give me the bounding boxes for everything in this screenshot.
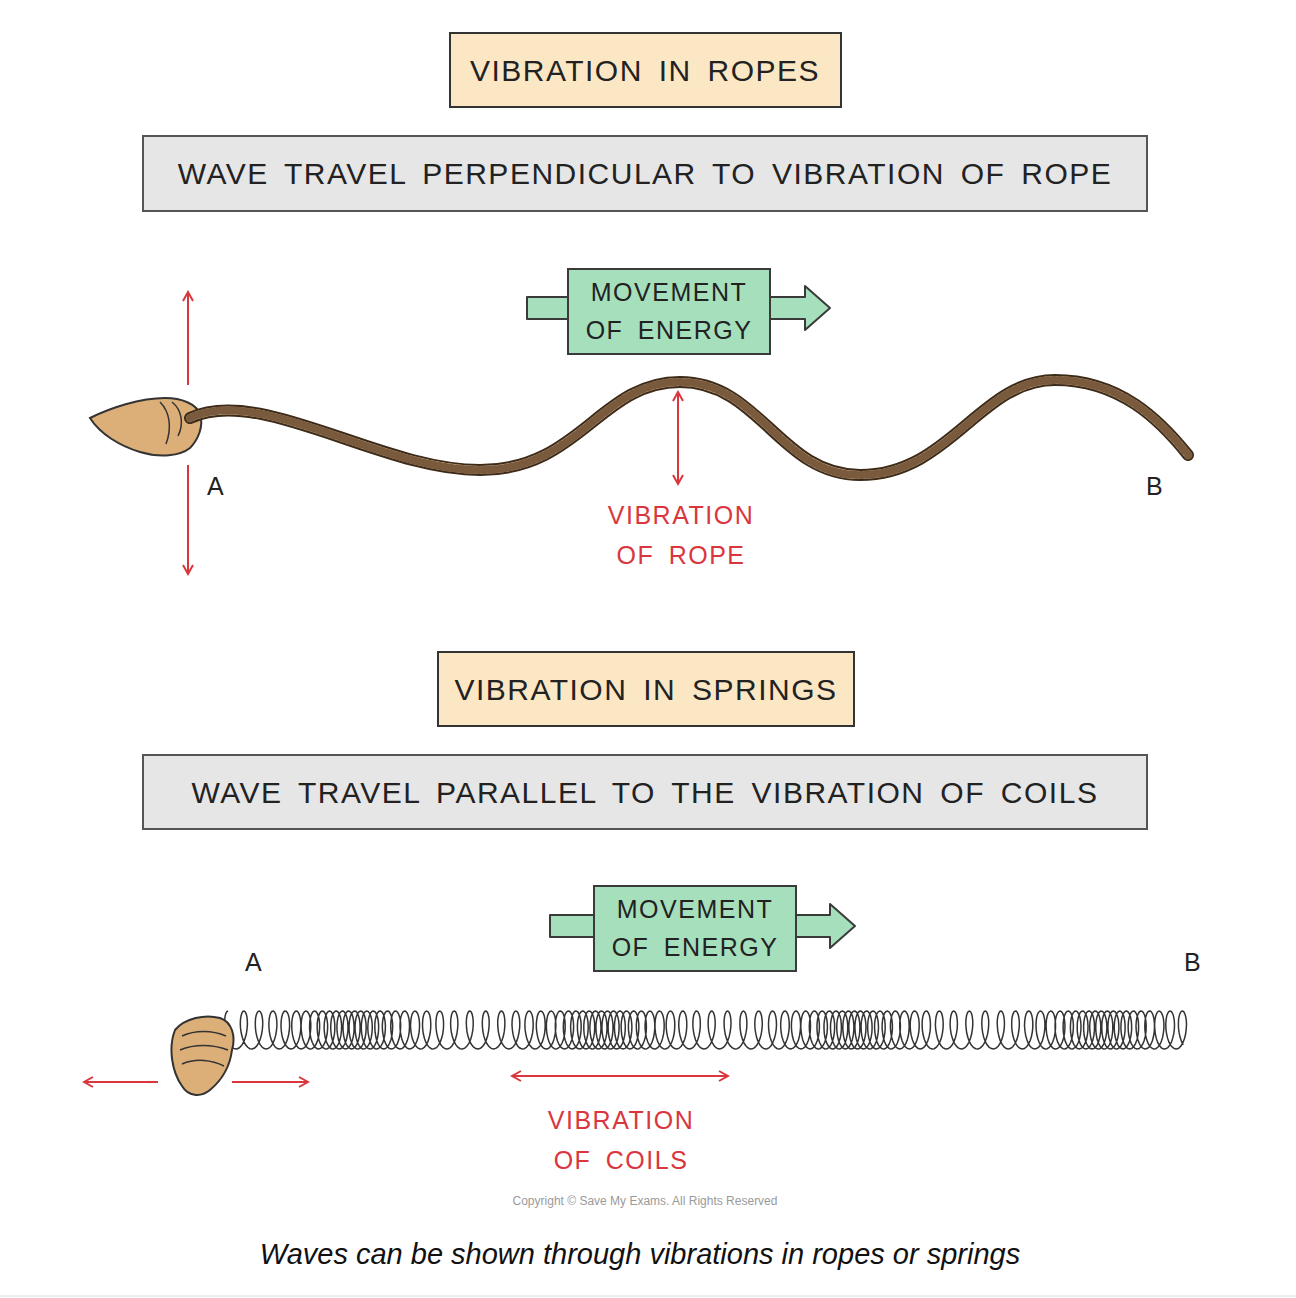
- box-text: MOVEMENT OF ENERGY: [607, 891, 783, 966]
- box-text: WAVE TRAVEL PERPENDICULAR TO VIBRATION O…: [178, 151, 1113, 196]
- box-text: MOVEMENT OF ENERGY: [581, 274, 757, 349]
- caption: Waves can be shown through vibrations in…: [140, 1238, 1140, 1271]
- end-label: B: [1173, 942, 1213, 982]
- statement-box: WAVE TRAVEL PARALLEL TO THE VIBRATION OF…: [142, 754, 1148, 830]
- box-text: VIBRATION IN ROPES: [470, 48, 820, 93]
- rope: [190, 380, 1188, 475]
- box-text: WAVE TRAVEL PARALLEL TO THE VIBRATION OF…: [192, 770, 1099, 815]
- end-label: A: [196, 466, 236, 506]
- hand-fingers: [180, 1032, 228, 1067]
- bottom-rule: [0, 1295, 1296, 1297]
- energy-box: MOVEMENT OF ENERGY: [593, 885, 797, 972]
- copyright-note: Copyright © Save My Exams. All Rights Re…: [445, 1194, 845, 1208]
- end-label: A: [234, 942, 274, 982]
- heading-box: VIBRATION IN SPRINGS: [437, 651, 855, 727]
- heading-box: VIBRATION IN ROPES: [449, 32, 842, 108]
- end-label: B: [1135, 466, 1175, 506]
- hand: [90, 398, 201, 455]
- statement-box: WAVE TRAVEL PERPENDICULAR TO VIBRATION O…: [142, 135, 1148, 212]
- vibration-label: VIBRATION OF COILS: [531, 1100, 711, 1180]
- hand: [171, 1017, 233, 1095]
- hand-fingers: [160, 402, 181, 444]
- box-text: VIBRATION IN SPRINGS: [454, 667, 837, 712]
- spring-coils: [225, 1011, 1187, 1049]
- energy-box: MOVEMENT OF ENERGY: [567, 268, 771, 355]
- vibration-label: VIBRATION OF ROPE: [591, 495, 771, 575]
- vibration-arrows: [84, 1076, 728, 1082]
